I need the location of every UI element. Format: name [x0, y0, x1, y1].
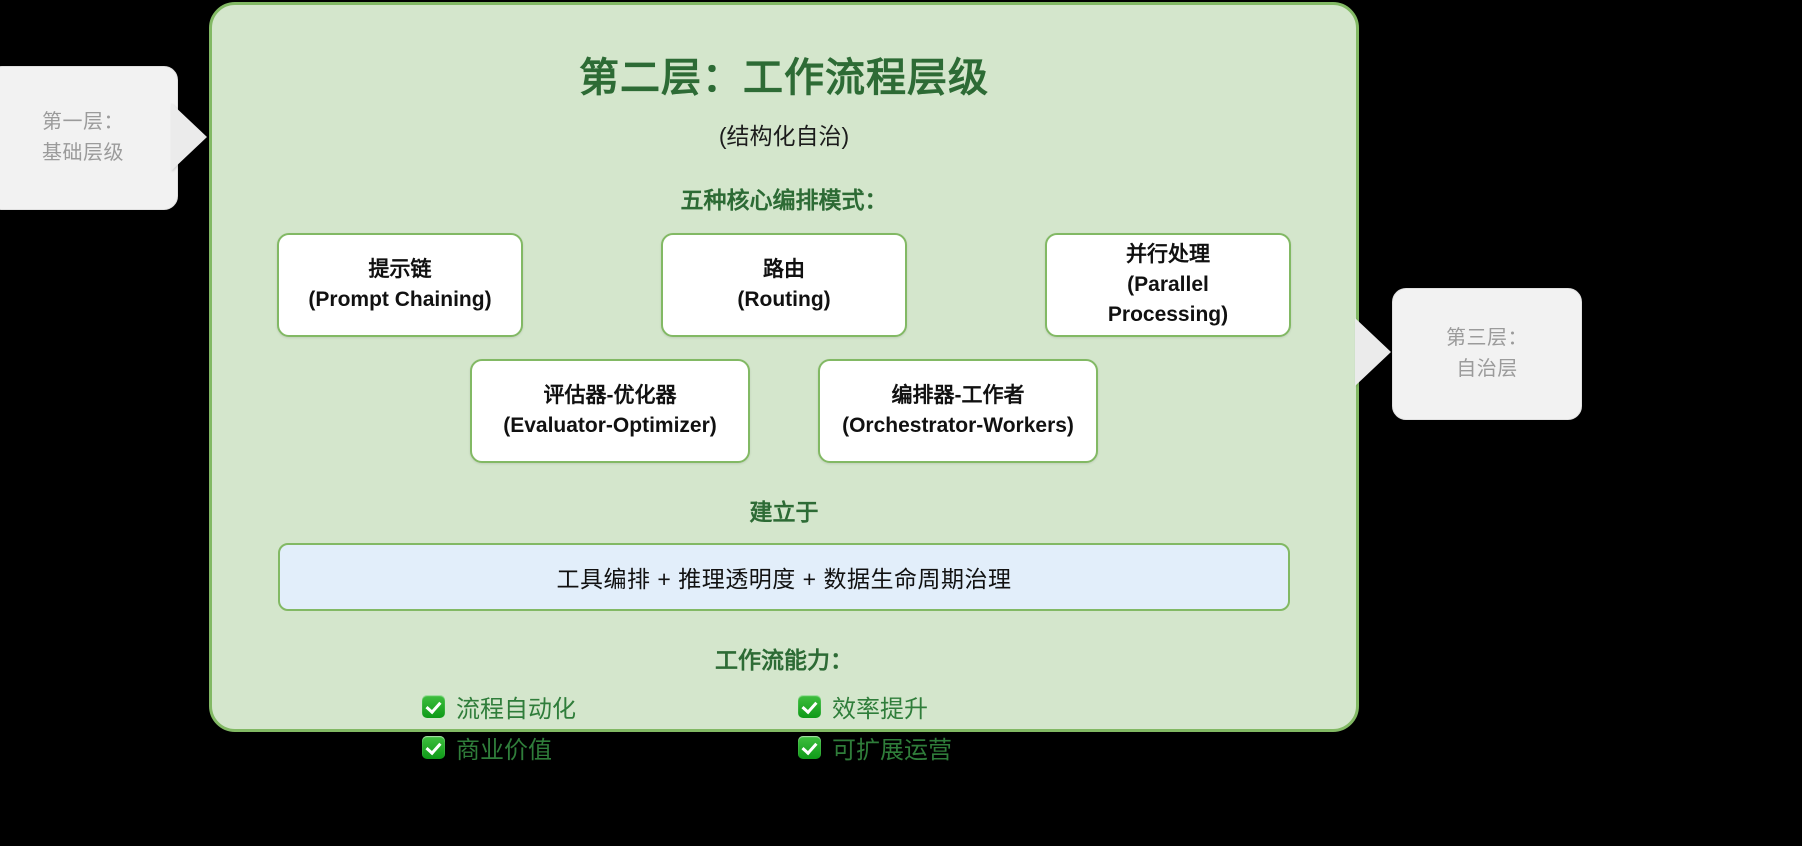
next-layer-chip-text: 第三层： 自治层	[1446, 323, 1528, 385]
pattern-card-row-top: 提示链 (Prompt Chaining) 路由 (Routing) 并行处理 …	[212, 233, 1356, 337]
check-mark-icon	[422, 736, 445, 759]
pattern-card-title-zh: 并行处理	[1126, 243, 1210, 267]
capability-item-process-automation: 流程自动化	[422, 689, 798, 724]
pattern-card-title-zh: 提示链	[368, 258, 432, 282]
pattern-card-title-zh: 编排器-工作者	[891, 384, 1025, 408]
capabilities-grid: 流程自动化 效率提升 商业价值 可扩展运营	[394, 689, 1174, 765]
pattern-card-prompt-chaining[interactable]: 提示链 (Prompt Chaining)	[277, 233, 523, 337]
pattern-card-title-zh: 评估器-优化器	[543, 384, 677, 408]
patterns-section-heading: 五种核心编排模式：	[680, 187, 888, 213]
capability-label: 效率提升	[832, 696, 928, 723]
capabilities-heading: 工作流能力：	[715, 647, 853, 673]
pattern-card-title-en: (Evaluator-Optimizer)	[503, 414, 717, 437]
next-layer-chip[interactable]: 第三层： 自治层	[1392, 288, 1582, 420]
check-mark-icon	[422, 695, 445, 718]
built-on-heading: 建立于	[749, 499, 819, 525]
pattern-card-title-en: (Parallel Processing)	[1107, 273, 1229, 326]
arrow-right-icon-from-previous-layer	[171, 103, 207, 171]
check-mark-icon	[798, 695, 821, 718]
capability-label: 流程自动化	[456, 696, 576, 723]
pattern-card-row-bottom: 评估器-优化器 (Evaluator-Optimizer) 编排器-工作者 (O…	[212, 359, 1356, 463]
previous-layer-line-2: 基础层级	[42, 142, 124, 164]
pattern-card-title-en: (Prompt Chaining)	[308, 288, 492, 311]
pattern-card-title-zh: 路由	[763, 258, 805, 282]
foundation-box-text: 工具编排 + 推理透明度 + 数据生命周期治理	[556, 566, 1012, 592]
page-title: 第二层：工作流程层级	[579, 56, 989, 100]
pattern-card-title-en: (Orchestrator-Workers)	[842, 414, 1074, 437]
workflow-layer-panel: 第二层：工作流程层级 (结构化自治) 五种核心编排模式： 提示链 (Prompt…	[209, 2, 1359, 764]
pattern-card-routing[interactable]: 路由 (Routing)	[661, 233, 907, 337]
next-layer-line-1: 第三层：	[1446, 327, 1528, 349]
capability-item-scalable-operations: 可扩展运营	[798, 730, 1174, 765]
next-layer-line-2: 自治层	[1456, 358, 1518, 380]
pattern-card-parallel-processing[interactable]: 并行处理 (Parallel Processing)	[1045, 233, 1291, 337]
previous-layer-chip-text: 第一层： 基础层级	[42, 107, 124, 169]
pattern-card-evaluator-optimizer[interactable]: 评估器-优化器 (Evaluator-Optimizer)	[470, 359, 750, 463]
capability-item-business-value: 商业价值	[422, 730, 798, 765]
check-mark-icon	[798, 736, 821, 759]
previous-layer-line-1: 第一层：	[42, 111, 124, 133]
page-subtitle: (结构化自治)	[718, 123, 850, 149]
foundation-box: 工具编排 + 推理透明度 + 数据生命周期治理	[278, 543, 1290, 611]
previous-layer-chip[interactable]: 第一层： 基础层级	[0, 66, 178, 210]
capability-label: 商业价值	[456, 737, 552, 764]
capability-label: 可扩展运营	[832, 737, 952, 764]
arrow-right-icon-to-next-layer	[1355, 318, 1391, 386]
pattern-card-orchestrator-workers[interactable]: 编排器-工作者 (Orchestrator-Workers)	[818, 359, 1098, 463]
capability-item-efficiency-gain: 效率提升	[798, 689, 1174, 724]
pattern-card-title-en: (Routing)	[737, 288, 831, 311]
